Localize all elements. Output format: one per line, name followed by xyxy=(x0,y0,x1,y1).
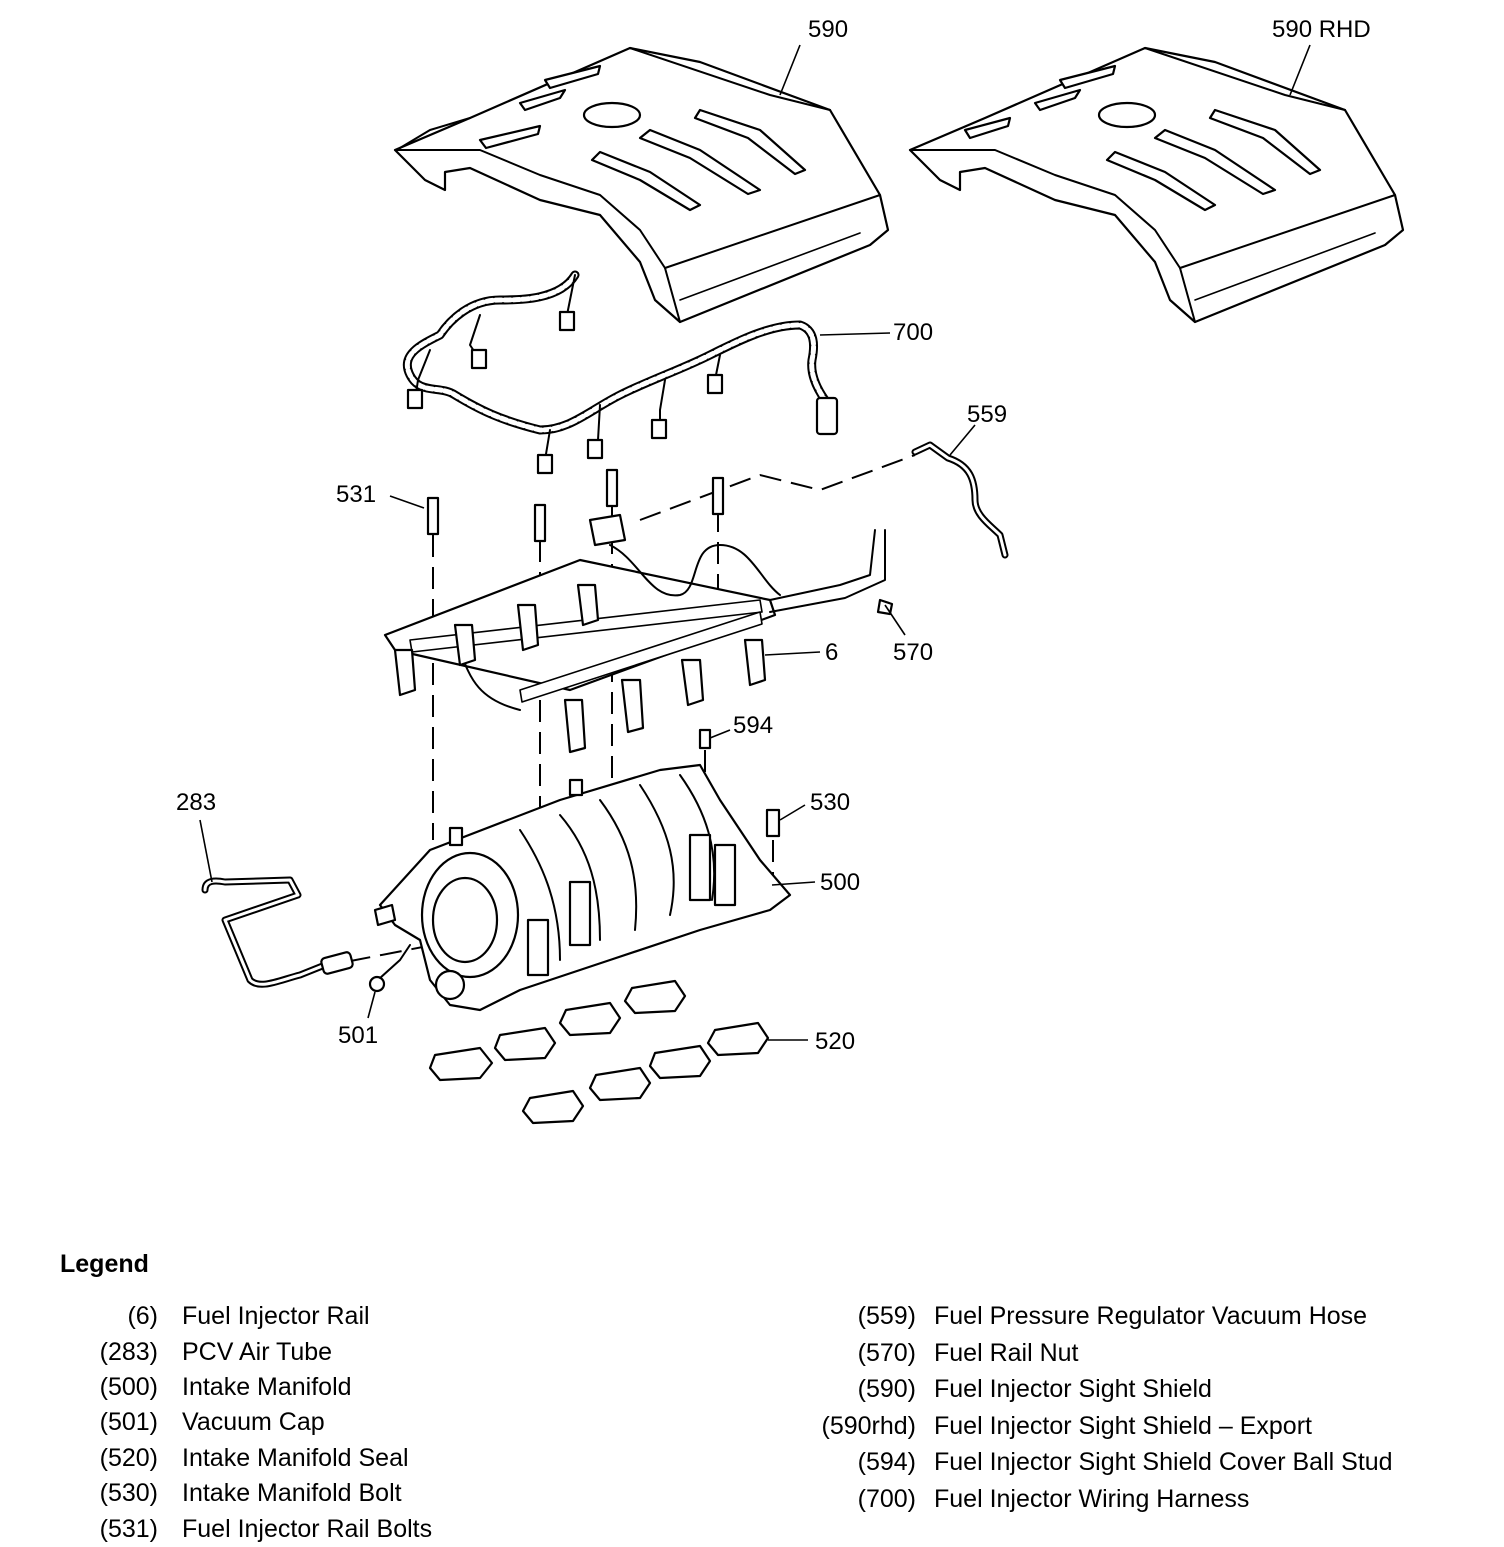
legend-number: (594) xyxy=(857,1448,916,1476)
legend-number: (531) xyxy=(99,1515,158,1543)
legend-number: (283) xyxy=(99,1338,158,1366)
callout-570: 570 xyxy=(893,639,933,666)
legend-description: Fuel Pressure Regulator Vacuum Hose xyxy=(934,1302,1368,1330)
legend-number: (590) xyxy=(857,1375,916,1403)
legend-description: Fuel Injector Sight Shield xyxy=(934,1375,1212,1403)
callout-594: 594 xyxy=(733,712,773,739)
rail-bolts-531 xyxy=(389,468,725,543)
legend-number: (6) xyxy=(127,1302,158,1330)
legend-number: (590rhd) xyxy=(821,1412,917,1440)
legend-number: (500) xyxy=(99,1373,158,1401)
wiring-harness-700 xyxy=(402,270,891,475)
sight-shield-590-rhd xyxy=(908,46,1405,324)
callout-531: 531 xyxy=(336,481,376,508)
sight-shield-590 xyxy=(393,46,890,324)
vacuum-hose-559 xyxy=(911,424,1009,559)
legend-description: Fuel Injector Wiring Harness xyxy=(934,1485,1250,1513)
callout-520: 520 xyxy=(815,1028,855,1055)
callout-700: 700 xyxy=(893,319,933,346)
callout-559: 559 xyxy=(967,401,1007,428)
callout-6: 6 xyxy=(825,639,838,666)
legend-number: (559) xyxy=(857,1302,916,1330)
legend-description: PCV Air Tube xyxy=(182,1338,333,1366)
legend-description: Fuel Injector Sight Shield Cover Ball St… xyxy=(934,1448,1393,1476)
callout-501: 501 xyxy=(338,1022,378,1049)
callout-590-rhd: 590 RHD xyxy=(1272,16,1371,43)
callout-500: 500 xyxy=(820,869,860,896)
legend-number: (530) xyxy=(99,1479,158,1507)
manifold-bolt-530 xyxy=(765,804,806,875)
callout-590: 590 xyxy=(808,16,848,43)
legend-description: Fuel Injector Sight Shield – Export xyxy=(934,1412,1312,1440)
pcv-air-tube-283 xyxy=(199,819,354,988)
legend-number: (501) xyxy=(99,1408,158,1436)
legend-description: Intake Manifold Seal xyxy=(182,1444,409,1472)
legend-description: Fuel Injector Rail Bolts xyxy=(182,1515,433,1543)
exploded-parts-diagram: 590 590 RHD 700 559 531 6 570 594 283 53… xyxy=(176,16,1405,1125)
legend-number: (700) xyxy=(857,1485,916,1513)
callout-283: 283 xyxy=(176,789,216,816)
legend-number: (520) xyxy=(99,1444,158,1472)
legend-description: Intake Manifold xyxy=(182,1373,352,1401)
vacuum-cap-501 xyxy=(367,944,411,1019)
legend-description: Vacuum Cap xyxy=(182,1408,325,1436)
fuel-injector-rail-6 xyxy=(383,513,894,754)
legend-description: Intake Manifold Bolt xyxy=(182,1479,402,1507)
intake-manifold-500 xyxy=(373,763,816,1012)
legend-description: Fuel Rail Nut xyxy=(934,1339,1079,1367)
callout-530: 530 xyxy=(810,789,850,816)
legend-description: Fuel Injector Rail xyxy=(182,1302,370,1330)
legend-number: (570) xyxy=(857,1339,916,1367)
manifold-seals-520 xyxy=(428,979,808,1125)
legend-title: Legend xyxy=(60,1250,149,1278)
